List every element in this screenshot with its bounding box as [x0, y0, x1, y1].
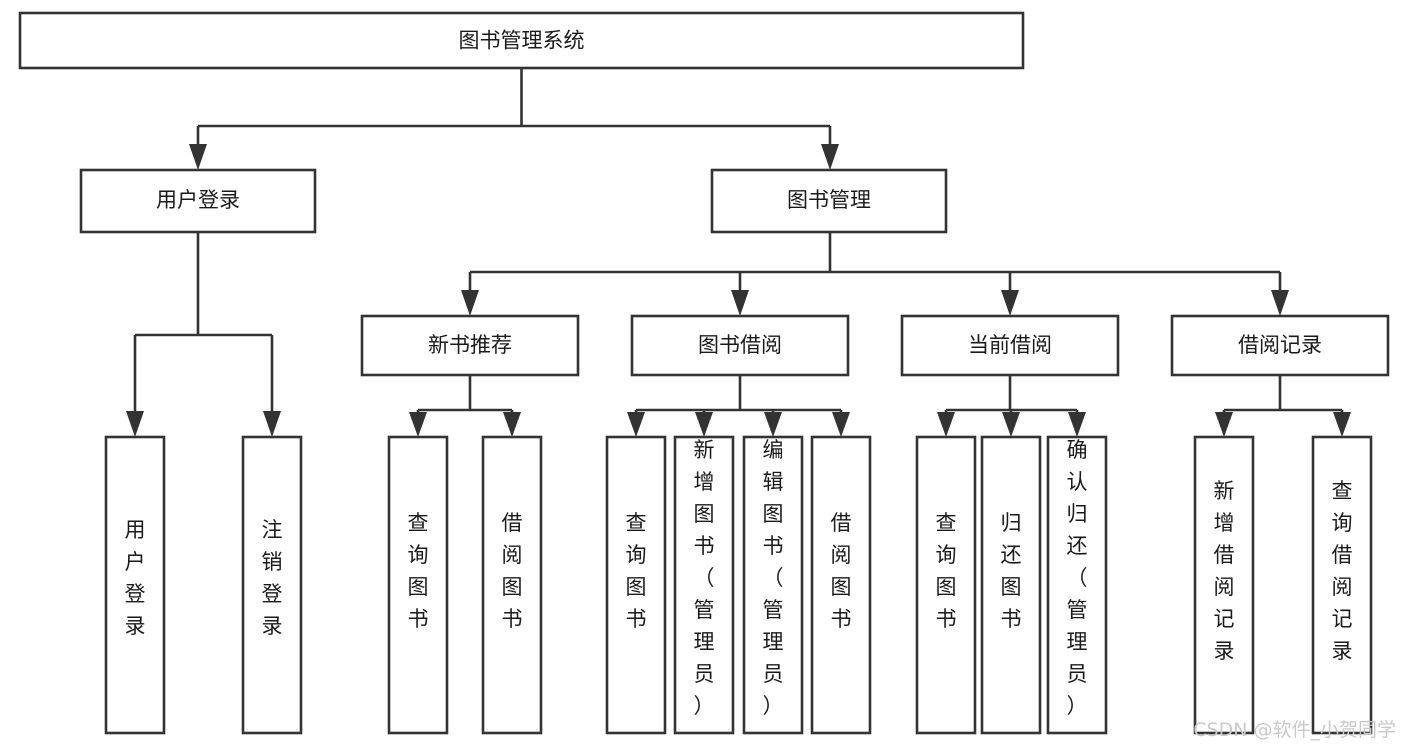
leaf-borrow-record-add[interactable]: 新增借阅记录	[1193, 435, 1255, 735]
leaf-label: 查询借阅记录	[1332, 479, 1353, 663]
leaf-box[interactable]	[1311, 435, 1373, 735]
arrow-head-leaf-query-book-c	[937, 412, 955, 437]
arrow-head-leaf-borrow-book-a	[503, 412, 521, 437]
leaf-label: 查询图书	[408, 511, 429, 631]
node-new-book-recommend-label: 新书推荐	[428, 333, 512, 357]
leaf-box[interactable]	[481, 435, 543, 735]
connector-group-book-management	[461, 232, 1289, 316]
node-borrow-record[interactable]: 借阅记录	[1170, 314, 1390, 377]
arrow-head-leaf-add-book	[695, 412, 713, 437]
node-user-login[interactable]: 用户登录	[79, 168, 317, 234]
arrow-head-leaf-return-book	[1002, 412, 1020, 437]
leaf-label: 新增借阅记录	[1214, 479, 1235, 663]
node-user-login-label: 用户登录	[156, 188, 240, 212]
leaf-box[interactable]	[980, 435, 1042, 735]
arrow-head-book-mgmt	[821, 144, 839, 170]
arrow-head-new-book-recommend	[461, 290, 479, 316]
arrow-head-leaf-query-record	[1333, 412, 1351, 437]
arrow-head-borrow-record	[1271, 290, 1289, 316]
node-borrow-record-box[interactable]	[1170, 314, 1390, 377]
leaf-label: 归还图书	[1001, 511, 1022, 631]
leaf-new-book-borrow[interactable]: 借阅图书	[481, 435, 543, 735]
node-book-management[interactable]: 图书管理	[710, 168, 948, 234]
leaf-label: 确认归还（管理员）	[1067, 438, 1088, 718]
node-book-management-label: 图书管理	[787, 188, 871, 212]
leaf-box[interactable]	[742, 435, 804, 735]
leaf-label: 用户登录	[125, 518, 146, 638]
connector-group-root	[189, 68, 839, 170]
node-new-book-recommend-box[interactable]	[360, 314, 580, 377]
arrow-head-leaf-add-record	[1215, 412, 1233, 437]
leaf-label: 借阅图书	[831, 511, 852, 631]
node-root-label: 图书管理系统	[459, 29, 585, 53]
leaf-new-book-query[interactable]: 查询图书	[387, 435, 449, 735]
node-book-borrow-box[interactable]	[630, 314, 850, 377]
arrow-head-leaf-query-book-b	[627, 412, 645, 437]
node-book-borrow-label: 图书借阅	[698, 333, 782, 357]
leaf-box[interactable]	[387, 435, 449, 735]
leaf-current-borrow-query[interactable]: 查询图书	[915, 435, 977, 735]
node-current-borrow-box[interactable]	[900, 314, 1120, 377]
connector-group-borrow-record	[1215, 375, 1351, 437]
arrow-head-leaf-borrow-book-b	[832, 412, 850, 437]
arrow-head-book-borrow	[731, 290, 749, 316]
connector-group-book-borrow	[627, 375, 850, 437]
leaf-label: 查询图书	[626, 511, 647, 631]
node-new-book-recommend[interactable]: 新书推荐	[360, 314, 580, 377]
arrow-head-user-login	[189, 144, 207, 170]
leaf-borrow-record-query[interactable]: 查询借阅记录	[1311, 435, 1373, 735]
leaf-box[interactable]	[915, 435, 977, 735]
leaf-box[interactable]	[605, 435, 667, 735]
leaf-book-borrow-borrow[interactable]: 借阅图书	[810, 435, 872, 735]
node-book-management-box[interactable]	[710, 168, 948, 234]
csdn-watermark: CSDN @软件_小贺同学	[1193, 719, 1396, 741]
arrow-head-leaf-logout	[263, 411, 281, 437]
arrow-head-current-borrow	[1001, 290, 1019, 316]
leaf-current-borrow-return[interactable]: 归还图书	[980, 435, 1042, 735]
leaf-box[interactable]	[1193, 435, 1255, 735]
leaf-book-borrow-query[interactable]: 查询图书	[605, 435, 667, 735]
node-root-system[interactable]: 图书管理系统	[18, 11, 1025, 70]
leaf-box[interactable]	[104, 435, 166, 735]
connector-group-user-login	[126, 232, 281, 437]
leaf-label: 注销登录	[262, 518, 283, 638]
arrow-head-leaf-confirm-return	[1068, 412, 1086, 437]
node-root-box[interactable]	[18, 11, 1025, 70]
arrow-head-leaf-user-login	[126, 411, 144, 437]
leaf-user-login-login[interactable]: 用户登录	[104, 435, 166, 735]
node-book-borrow[interactable]: 图书借阅	[630, 314, 850, 377]
leaf-label: 查询图书	[936, 511, 957, 631]
leaf-book-borrow-edit[interactable]: 编辑图书（管理员）	[742, 435, 804, 735]
leaf-current-borrow-confirm[interactable]: 确认归还（管理员）	[1046, 435, 1108, 735]
connector-group-new-book	[409, 375, 521, 437]
leaf-book-borrow-add[interactable]: 新增图书（管理员）	[673, 435, 735, 735]
node-borrow-record-label: 借阅记录	[1238, 333, 1322, 357]
leaf-user-login-logout[interactable]: 注销登录	[241, 435, 303, 735]
leaf-box[interactable]	[810, 435, 872, 735]
node-current-borrow-label: 当前借阅	[968, 333, 1052, 357]
arrow-head-leaf-query-book-a	[409, 412, 427, 437]
connector-group-current-borrow	[937, 375, 1086, 437]
leaf-box[interactable]	[1046, 435, 1108, 735]
leaf-label: 新增图书（管理员）	[694, 438, 715, 718]
leaf-box[interactable]	[673, 435, 735, 735]
node-current-borrow[interactable]: 当前借阅	[900, 314, 1120, 377]
arrow-head-leaf-edit-book	[764, 412, 782, 437]
node-user-login-box[interactable]	[79, 168, 317, 234]
leaf-box[interactable]	[241, 435, 303, 735]
leaf-label: 借阅图书	[502, 511, 523, 631]
leaf-label: 编辑图书（管理员）	[763, 438, 784, 718]
